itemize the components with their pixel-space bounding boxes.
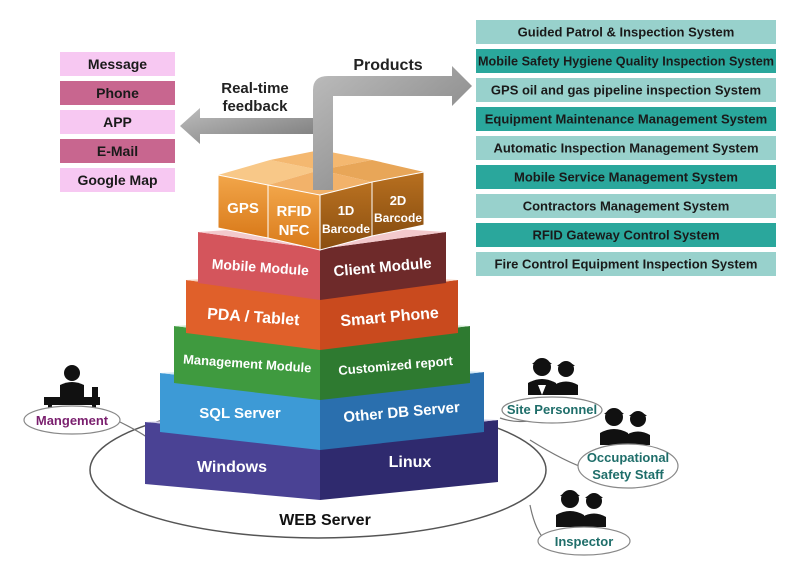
channel-item-label: Message: [88, 56, 147, 72]
channel-item-box: [60, 110, 175, 134]
site-personnel-label: Site Personnel: [507, 402, 597, 417]
products-arrow: [313, 66, 472, 190]
product-item-box: [476, 223, 776, 247]
layer-database-left: SQL Server: [199, 405, 281, 422]
product-item-label: Mobile Safety Hygiene Quality Inspection…: [478, 54, 774, 69]
top-blocks: GPS RFID NFC 1D Barcode 2D Barcode: [217, 150, 425, 251]
safety-staff-label-2: Safety Staff: [592, 467, 664, 482]
safety-staff-icon: [600, 408, 650, 445]
block-2d-label-1: 2D: [390, 193, 407, 208]
feedback-products-arrows: Real-time feedback Products: [180, 57, 472, 190]
product-item-box: [476, 252, 776, 276]
channel-item-box: [60, 81, 175, 105]
realtime-label-1: Real-time: [221, 80, 289, 97]
layer-devices-left: PDA / Tablet: [207, 306, 301, 329]
channel-item-label: Google Map: [77, 172, 157, 188]
inspector-label: Inspector: [555, 534, 614, 549]
safety-staff-label-1: Occupational: [587, 450, 669, 465]
block-1d-label-2: Barcode: [322, 222, 370, 236]
inspector-icon: [556, 490, 606, 527]
block-1d-label-1: 1D: [338, 203, 355, 218]
site-personnel-role: Site Personnel: [501, 396, 603, 424]
channel-item-box: [60, 139, 175, 163]
inspector-role: Inspector: [537, 526, 631, 556]
layer-modules-left: Mobile Module: [211, 256, 309, 279]
product-item-box: [476, 49, 776, 73]
layer-os-right: Linux: [389, 454, 432, 471]
channel-item-box: [60, 168, 175, 192]
block-2d-label-2: Barcode: [374, 211, 422, 225]
layer-os-left: Windows: [197, 459, 267, 476]
block-rfid-label-2: NFC: [279, 222, 310, 239]
product-item-label: Contractors Management System: [523, 199, 730, 214]
safety-staff-role: Occupational Safety Staff: [577, 443, 679, 489]
product-item-box: [476, 107, 776, 131]
management-role: Mangement: [23, 405, 121, 435]
product-item-box: [476, 194, 776, 218]
realtime-feedback-arrow: [180, 108, 313, 144]
product-item-label: Mobile Service Management System: [514, 170, 738, 185]
management-label: Mangement: [36, 413, 109, 428]
product-item-label: Guided Patrol & Inspection System: [518, 25, 735, 40]
product-item-box: [476, 136, 776, 160]
block-gps-label: GPS: [227, 200, 259, 217]
manager-icon: [44, 365, 100, 411]
product-item-box: [476, 165, 776, 189]
channel-item-box: [60, 52, 175, 76]
products-label: Products: [353, 57, 422, 74]
product-list: Guided Patrol & Inspection SystemMobile …: [476, 20, 776, 276]
pyramid: Windows Linux SQL Server Other DB Server…: [145, 224, 498, 500]
product-item-label: RFID Gateway Control System: [532, 228, 719, 243]
block-rfid-label-1: RFID: [277, 203, 312, 220]
realtime-label-2: feedback: [222, 98, 288, 115]
channel-item-label: APP: [103, 114, 132, 130]
channel-item-label: Phone: [96, 85, 139, 101]
product-item-label: Fire Control Equipment Inspection System: [495, 257, 758, 272]
product-item-box: [476, 20, 776, 44]
product-item-box: [476, 78, 776, 102]
product-item-label: GPS oil and gas pipeline inspection Syst…: [491, 83, 761, 98]
product-item-label: Equipment Maintenance Management System: [485, 112, 767, 127]
web-server-label: WEB Server: [279, 512, 371, 529]
site-personnel-icon: [528, 358, 578, 395]
channel-item-label: E-Mail: [97, 143, 138, 159]
product-item-label: Automatic Inspection Management System: [493, 141, 758, 156]
